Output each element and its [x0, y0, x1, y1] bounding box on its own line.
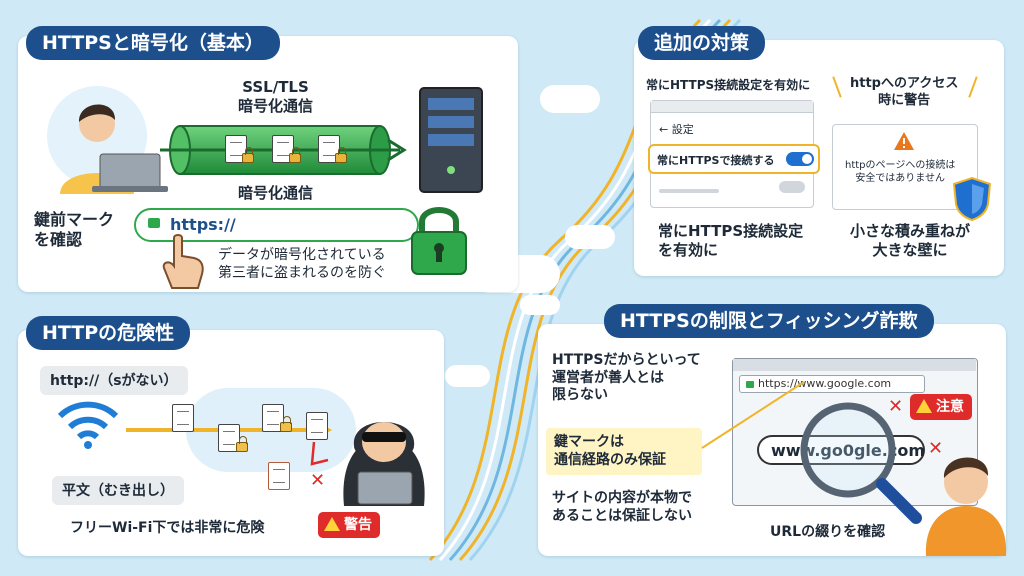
shield-icon: [952, 176, 992, 222]
lock-icon: [148, 218, 160, 228]
encrypted-tunnel: [160, 125, 407, 175]
lock-mark-label: 鍵前マーク を確認: [34, 210, 115, 249]
plaintext-label-text: 平文（むき出し）: [62, 483, 174, 499]
http-warning-card: httpのページへの接続は 安全ではありません: [832, 124, 978, 210]
toggle-switch[interactable]: [786, 152, 814, 166]
tunnel-label-top: SSL/TLS 暗号化通信: [238, 78, 314, 115]
card1-caption: 常にHTTPS接続設定 を有効に: [658, 222, 804, 259]
cloud-decoration: [520, 295, 560, 315]
settings-back[interactable]: ← 設定: [659, 123, 694, 136]
intercept-arrow: [310, 441, 329, 466]
warning-icon: [916, 399, 932, 413]
pointer-line: [701, 381, 805, 449]
browser-address-bar[interactable]: https://www.google.com: [739, 375, 925, 393]
warning-icon: [894, 132, 914, 150]
card2-header: httpへのアクセス 時に警告: [850, 76, 959, 108]
red-x-icon: ✕: [928, 438, 944, 459]
padlock-icon: [411, 207, 467, 275]
lock-icon: [746, 381, 754, 388]
no-s-label-text: http://（sがない）: [50, 373, 178, 389]
document-icon: [306, 412, 328, 440]
lock-icon: [242, 147, 254, 163]
magnifier-icon: [800, 402, 922, 524]
server-icon: [419, 87, 483, 193]
browser-url-text: https://www.google.com: [758, 377, 892, 390]
red-x-icon: ✕: [310, 470, 326, 491]
toggle-knob: [802, 154, 812, 164]
fake-url-field[interactable]: www.go0gle.com: [757, 435, 925, 465]
panel-title-http-danger: HTTPの危険性: [26, 316, 191, 350]
https-url-text: https://: [170, 215, 236, 234]
panel-title-extra-measures: 追加の対策: [638, 26, 766, 60]
window-titlebar: [651, 101, 813, 113]
plaintext-label: 平文（むき出し）: [52, 476, 184, 505]
card1-header: 常にHTTPS接続設定を有効に: [646, 78, 811, 92]
warning-icon: [324, 517, 340, 531]
limits-note3: サイトの内容が本物で あることは保証しない: [552, 490, 692, 524]
tunnel-label-bottom: 暗号化通信: [238, 184, 314, 202]
lock-icon: [335, 147, 347, 163]
browser-window: https://www.google.com www.go0gle.com: [732, 358, 978, 506]
browser-toolbar: [733, 359, 976, 371]
mock-line: [659, 189, 719, 193]
mock-toggle-off: [779, 181, 805, 193]
cloud-decoration: [540, 85, 600, 113]
user-laptop-icon: [47, 86, 168, 194]
lock-icon: [236, 436, 248, 452]
red-x-icon: ✕: [888, 396, 904, 417]
wifi-icon: [57, 401, 119, 449]
free-wifi-warning: フリーWi-Fi下では非常に危険: [70, 520, 265, 536]
https-url-bar[interactable]: https://: [134, 208, 419, 242]
card2-caption: 小さな積み重ねが 大きな壁に: [850, 222, 971, 259]
limits-note2: 鍵マークは 通信経路のみ保証: [546, 428, 702, 475]
document-icon: [172, 404, 194, 432]
always-https-toggle-row[interactable]: 常にHTTPSで接続する: [648, 144, 820, 174]
no-s-label: http://（sがない）: [40, 366, 188, 395]
panel-title-https-limits: HTTPSの制限とフィッシング詐欺: [604, 304, 934, 338]
toggle-label: 常にHTTPSで接続する: [657, 154, 775, 167]
warning-badge-text: 警告: [344, 517, 372, 533]
cloud-decoration: [445, 365, 490, 387]
document-icon: [268, 462, 290, 490]
card2-body: httpのページへの接続は 安全ではありません: [845, 160, 956, 184]
warning-badge: 警告: [318, 512, 380, 538]
panel-title-https-basics: HTTPSと暗号化（基本）: [26, 26, 280, 60]
pointer-hand-icon: [162, 234, 204, 289]
cloud-decoration: [565, 225, 615, 249]
fake-url-text: www.go0gle.com: [771, 441, 925, 460]
lock-icon: [280, 416, 292, 432]
user-person-icon: [925, 457, 1007, 556]
caution-badge: 注意: [910, 394, 972, 420]
magnifier-caption: URLの綴りを確認: [770, 524, 886, 540]
hacker-icon: [343, 422, 425, 506]
caution-badge-text: 注意: [936, 399, 964, 415]
limits-note1: HTTPSだからといって 運営者が善人とは 限らない: [552, 352, 701, 403]
lock-icon: [289, 147, 301, 163]
encryption-note: データが暗号化されている 第三者に盗まれるのを防ぐ: [218, 247, 386, 282]
